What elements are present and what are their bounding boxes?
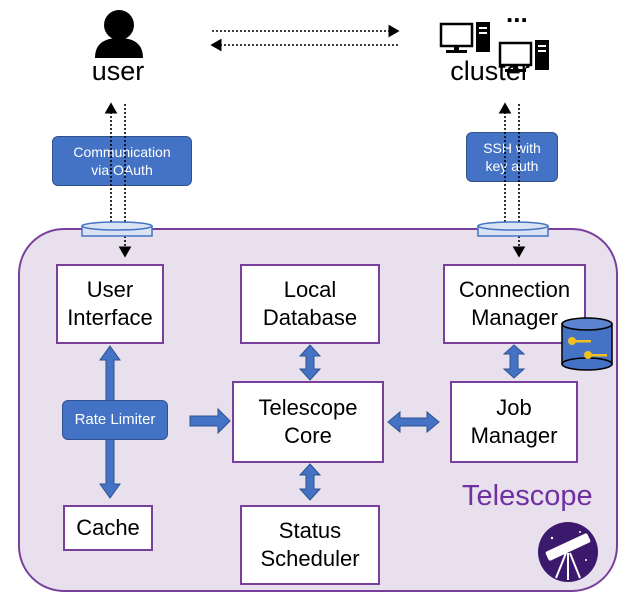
- db-core-double-arrow: [298, 344, 322, 381]
- ssh-channel: SSH with key auth: [466, 132, 558, 182]
- connection-manager-box: Connection Manager: [443, 264, 586, 344]
- oauth-interface-connector: [81, 221, 153, 237]
- computer-icon: [439, 22, 490, 53]
- computer-icon: [498, 40, 549, 72]
- telescope-logo-icon: [538, 522, 598, 582]
- user-label: user: [91, 56, 145, 86]
- cache-box: Cache: [63, 505, 153, 551]
- cluster-more-label: ...: [506, 0, 528, 28]
- telescope-core-box: Telescope Core: [232, 381, 384, 463]
- telescope-system-label: Telescope: [462, 480, 593, 512]
- ssh-interface-connector: [477, 221, 549, 237]
- rate-limiter-box: Rate Limiter: [62, 400, 168, 440]
- user-interface-box: User Interface: [56, 264, 164, 344]
- oauth-channel: Communication via OAuth: [52, 136, 192, 186]
- conn-job-double-arrow: [502, 344, 526, 379]
- status-scheduler-box: Status Scheduler: [240, 505, 380, 585]
- ratelimiter-core-arrow: [189, 407, 231, 435]
- core-scheduler-double-arrow: [298, 463, 322, 501]
- user-icon: [95, 10, 143, 58]
- core-job-double-arrow: [387, 410, 440, 434]
- key-database-icon: [561, 317, 613, 371]
- local-database-box: Local Database: [240, 264, 380, 344]
- job-manager-box: Job Manager: [450, 381, 578, 463]
